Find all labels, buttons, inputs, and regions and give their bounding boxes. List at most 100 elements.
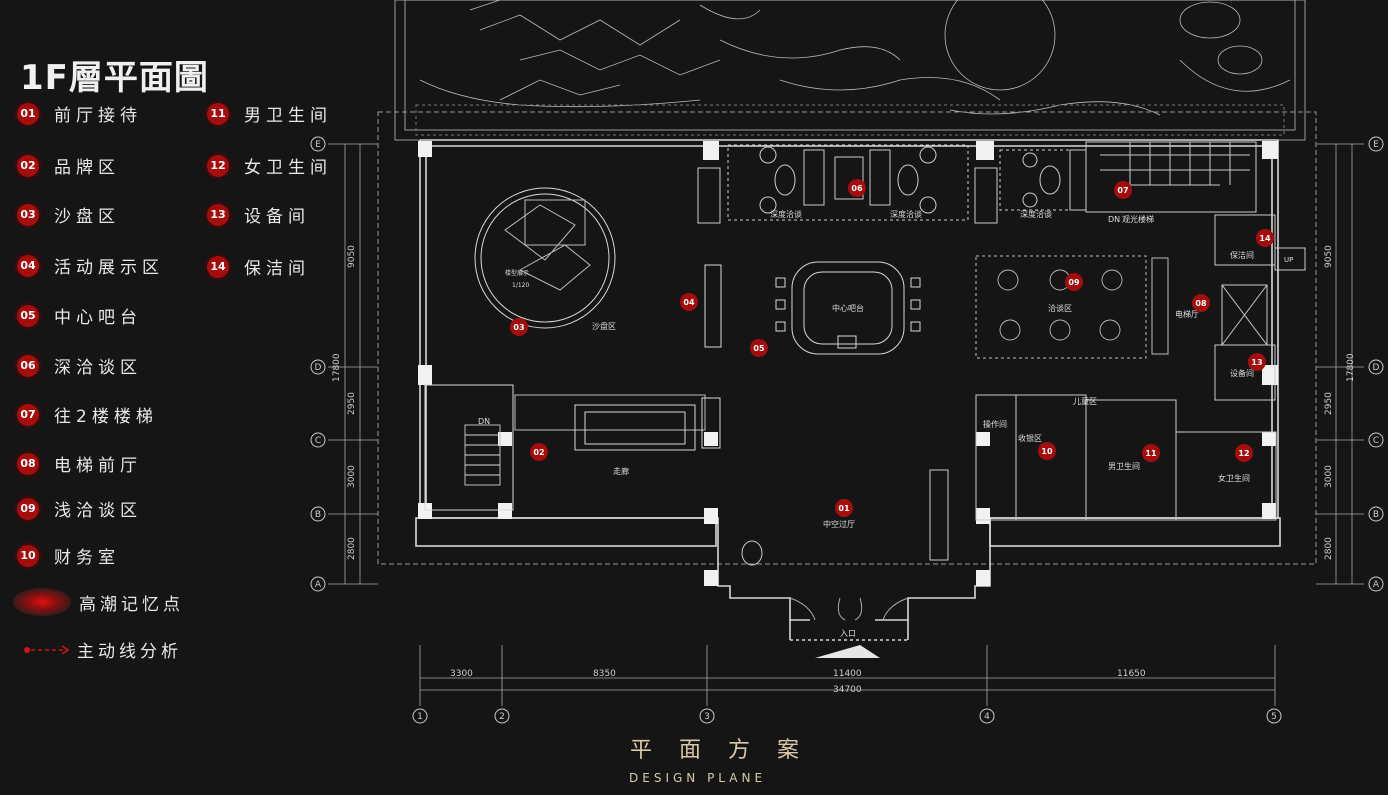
room-label: 深度洽谈 [770,209,802,219]
zone-marker-01: 01 [835,499,853,517]
room-label: 楼型展示 [505,269,529,277]
landscape-area [394,0,1306,141]
zone-marker-14: 14 [1256,229,1274,247]
zone-marker-10: 10 [1038,442,1056,460]
svg-text:06: 06 [851,184,863,193]
legend-badge: 10 [17,544,39,567]
corridor-block [514,394,721,451]
room-label: DN [1108,215,1120,224]
sand-table [474,187,616,329]
grid-col-label: 2 [499,712,505,722]
room-label: DN [478,417,490,426]
dim-label: 11650 [1117,669,1146,679]
legend-label: 电梯前厅 [54,456,142,476]
legend-label: 前厅接待 [54,106,142,126]
room-label: 男卫生间 [1108,461,1140,471]
svg-text:10: 10 [1041,447,1053,456]
grid-row-label: C [1373,436,1379,446]
dim-label: 3300 [450,669,473,679]
right-service-block [741,394,1277,566]
flow-label: 主动线分析 [77,642,182,662]
legend-item-04: 04 活动展示区 [17,253,164,278]
service-rooms [1214,214,1306,401]
zone-marker-07: 07 [1114,181,1132,199]
svg-text:01: 01 [838,504,850,513]
zone-marker-06: 06 [848,179,866,197]
flow-line-icon [24,644,69,655]
legend-badge: 13 [207,203,229,226]
room-label: 保洁间 [1230,250,1254,260]
dim-label: 3000 [347,465,357,488]
legend-item-12: 12 女卫生间 [207,153,332,178]
grid-row-label: B [315,510,321,520]
legend-item-14: 14 保洁间 [207,254,310,279]
dim-label: 9050 [1324,245,1334,268]
legend-label: 女卫生间 [244,158,332,178]
room-label: 操作间 [983,419,1007,429]
dim-label: 17800 [332,353,342,382]
legend-badge: 09 [17,497,39,520]
dim-label: 17800 [1346,353,1356,382]
legend-label: 中心吧台 [54,308,142,328]
svg-text:14: 14 [1259,234,1271,243]
legend-label: 品牌区 [54,158,120,178]
entrance-arrow-icon [815,645,880,658]
zone-marker-12: 12 [1235,444,1253,462]
room-label: 沙盘区 [592,321,616,331]
room-label: 中心吧台 [832,303,864,313]
legend-badge: 11 [207,102,229,125]
legend-item-02: 02 品牌区 [17,153,120,178]
highlight-label: 高潮记忆点 [79,594,184,615]
sightseeing-stair [1085,141,1257,213]
highlight-glow-icon [13,588,71,616]
zone-marker-08: 08 [1192,294,1210,312]
room-label: 儿童区 [1073,396,1097,406]
room-label: 收银区 [1018,433,1042,443]
grid-col-label: 5 [1271,712,1277,722]
dim-total-label: 34700 [833,685,862,695]
grid-col-label: 1 [417,712,423,722]
design-subtitle-en: DESIGN PLANE [629,771,767,785]
zone-marker-13: 13 [1248,353,1266,371]
room-label: 电梯厅 [1175,309,1199,319]
columns [418,141,1278,586]
zone-marker-11: 11 [1142,444,1160,462]
legend-label: 保洁间 [244,259,310,279]
grid-col-label: 3 [704,712,710,722]
room-label: 深度洽谈 [1020,209,1052,219]
room-label: 设备间 [1230,368,1254,378]
grid-col-label: 4 [984,712,990,722]
legend-badge: 12 [207,154,229,177]
legend-badge: 01 [17,102,39,125]
svg-text:13: 13 [1251,358,1262,367]
legend-badge: 02 [17,154,39,177]
room-label: 深度洽谈 [890,209,922,219]
svg-text:09: 09 [1068,278,1080,287]
grid-row-label: D [315,363,322,373]
legend-badge: 06 [17,354,39,377]
outer-boundary [377,111,1317,565]
dim-label: 2950 [347,392,357,415]
grid-axis-markers [310,136,1384,724]
svg-text:08: 08 [1195,299,1207,308]
room-label: UP [1284,256,1293,264]
legend-label: 往2楼楼梯 [54,407,158,427]
legend-badge: 04 [17,254,39,277]
legend-label: 男卫生间 [244,106,332,126]
dim-label: 8350 [593,669,616,679]
legend-label: 活动展示区 [54,258,164,278]
casual-talk-area [975,255,1169,359]
grid-row-label: A [315,580,322,590]
legend-badge: 14 [207,255,229,278]
grid-row-label: E [315,140,321,150]
grid-row-label: E [1373,140,1379,150]
legend-flow: 主动线分析 [23,637,182,662]
dim-label: 2800 [1324,537,1334,560]
legend-item-08: 08 电梯前厅 [17,451,142,476]
room-label: 入口 [840,629,856,638]
legend-badge: 08 [17,452,39,475]
